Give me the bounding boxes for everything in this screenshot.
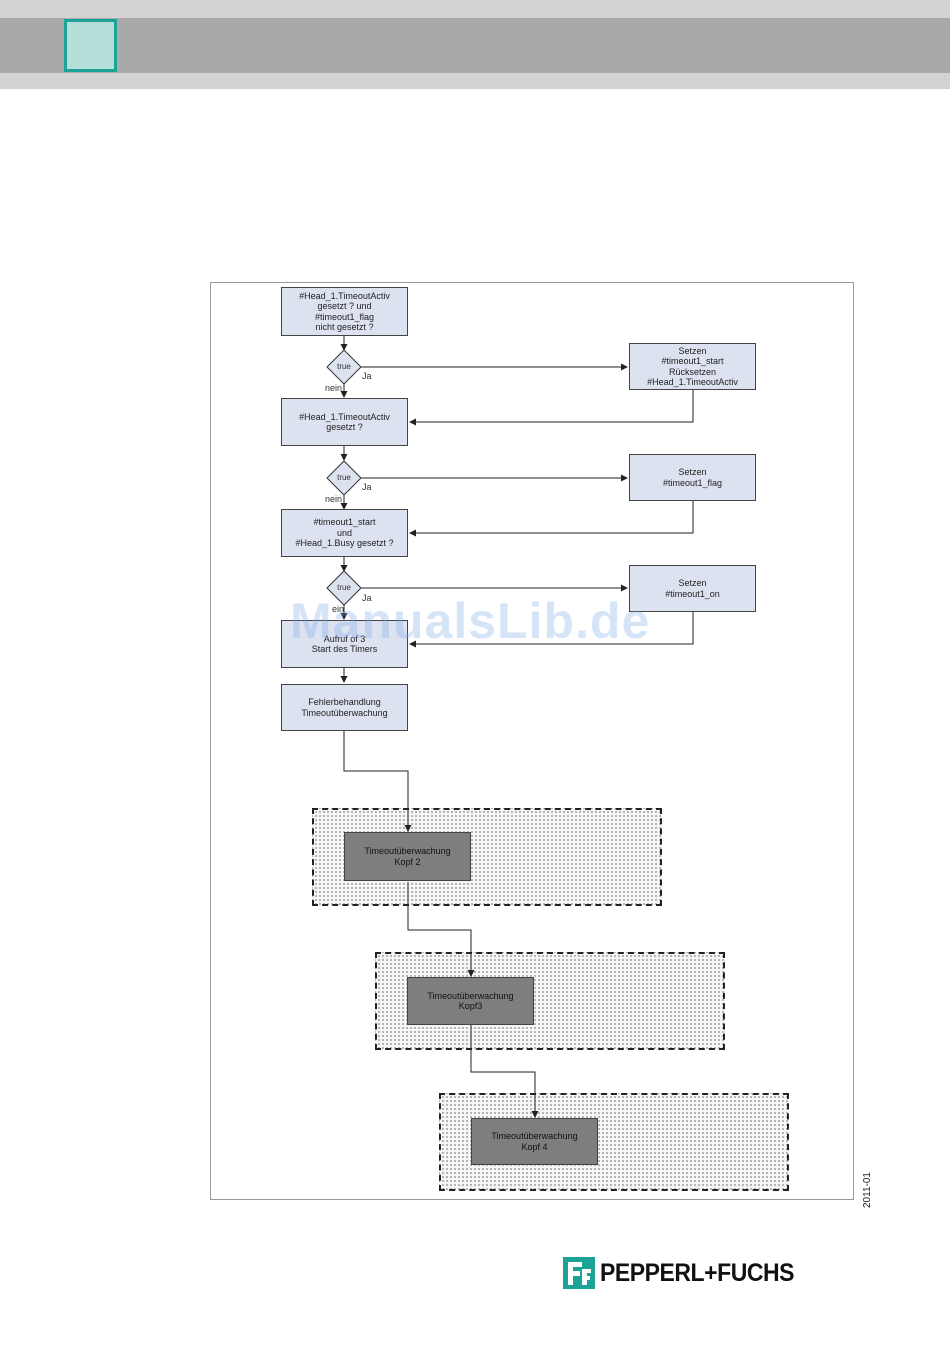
decision-diamond-2 (326, 460, 362, 496)
date-code: 2011-01 (862, 1172, 873, 1208)
decision-3-label: true (337, 583, 351, 592)
pf-logo-icon (563, 1257, 595, 1289)
header-bar (0, 18, 950, 73)
decision-diamond-3 (326, 570, 362, 606)
no-label-3: ein (332, 604, 345, 614)
yes-label-1: Ja (362, 371, 372, 381)
node-timeout-kopf-3: Timeoutüberwachung Kopf3 (407, 977, 534, 1025)
sub-band (0, 73, 950, 89)
node-check-timeout-activ: #Head_1.TimeoutActiv gesetzt ? (281, 398, 408, 446)
watermark: ManualsLib.de (290, 593, 651, 649)
diagram-frame (210, 282, 854, 1200)
brand-name: PEPPERL+FUCHS (600, 1258, 795, 1287)
yes-label-2: Ja (362, 482, 372, 492)
no-label-1: nein (325, 383, 343, 393)
section-tab-marker (64, 19, 117, 72)
node-timeout-kopf-2: Timeoutüberwachung Kopf 2 (344, 832, 471, 881)
node-timeout-kopf-4: Timeoutüberwachung Kopf 4 (471, 1118, 598, 1165)
node-check-start-and-busy: #timeout1_start und #Head_1.Busy gesetzt… (281, 509, 408, 557)
node-set-timeout-start: Setzen #timeout1_start Rücksetzen #Head_… (629, 343, 756, 390)
no-label-2: nein (325, 494, 343, 504)
node-check-timeout-and-flag: #Head_1.TimeoutActiv gesetzt ? und #time… (281, 287, 408, 336)
node-set-timeout-flag: Setzen #timeout1_flag (629, 454, 756, 501)
decision-1-label: true (337, 362, 351, 371)
decision-2-label: true (337, 473, 351, 482)
brand-logo: PEPPERL+FUCHS (563, 1256, 811, 1290)
node-start-timer: Aufruf of 3 Start des Timers (281, 620, 408, 668)
decision-diamond-1 (326, 349, 362, 385)
yes-label-3: Ja (362, 593, 372, 603)
node-set-timeout-on: Setzen #timeout1_on (629, 565, 756, 612)
top-band (0, 0, 950, 18)
node-error-handling: Fehlerbehandlung Timeoutüberwachung (281, 684, 408, 731)
